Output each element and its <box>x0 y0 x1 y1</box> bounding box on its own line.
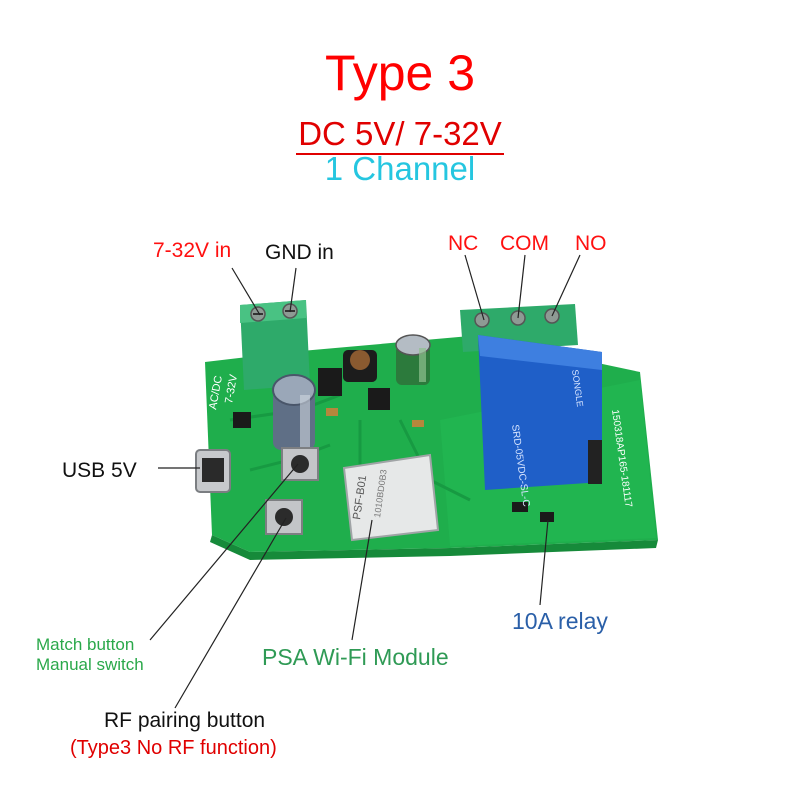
label-manual-switch: Manual switch <box>36 655 144 674</box>
label-nc: NC <box>448 232 479 255</box>
smd-components <box>233 368 554 522</box>
label-vin: 7-32V in <box>153 239 232 262</box>
pin-header <box>588 440 602 484</box>
voltage-text: DC 5V/ 7-32V <box>296 115 504 155</box>
label-relay: 10A relay <box>512 608 608 634</box>
label-no: NO <box>575 232 607 255</box>
label-rf-note: (Type3 No RF function) <box>70 737 277 759</box>
leader-lines <box>149 254 581 709</box>
channel-count: 1 Channel <box>324 150 476 187</box>
rf-button-part <box>265 499 303 535</box>
inductor <box>343 350 377 382</box>
label-match-button: Match button <box>36 635 135 654</box>
label-rf-button: RF pairing button <box>104 709 266 732</box>
label-gnd: GND in <box>265 241 334 264</box>
input-terminal <box>240 300 310 390</box>
relay-part: SRD-05VDC-SL-C SONGLE <box>478 335 602 507</box>
capacitor-large <box>272 374 316 450</box>
wifi-module: PSF-B01 1010BD0B3 <box>342 453 440 542</box>
label-usb: USB 5V <box>62 459 137 482</box>
match-button-part <box>281 447 319 481</box>
label-com: COM <box>500 232 549 255</box>
page-title: Type 3 <box>324 45 476 101</box>
silk-ac-dc: AC/DC <box>207 375 225 411</box>
silk-7-32v: 7-32V <box>223 373 240 405</box>
voltage-spec: DC 5V/ 7-32V <box>0 115 800 155</box>
pcb-edge <box>210 535 658 560</box>
label-wifi-module: PSA Wi-Fi Module <box>262 644 449 670</box>
capacitor-small <box>395 334 431 385</box>
usb-connector <box>195 449 231 493</box>
